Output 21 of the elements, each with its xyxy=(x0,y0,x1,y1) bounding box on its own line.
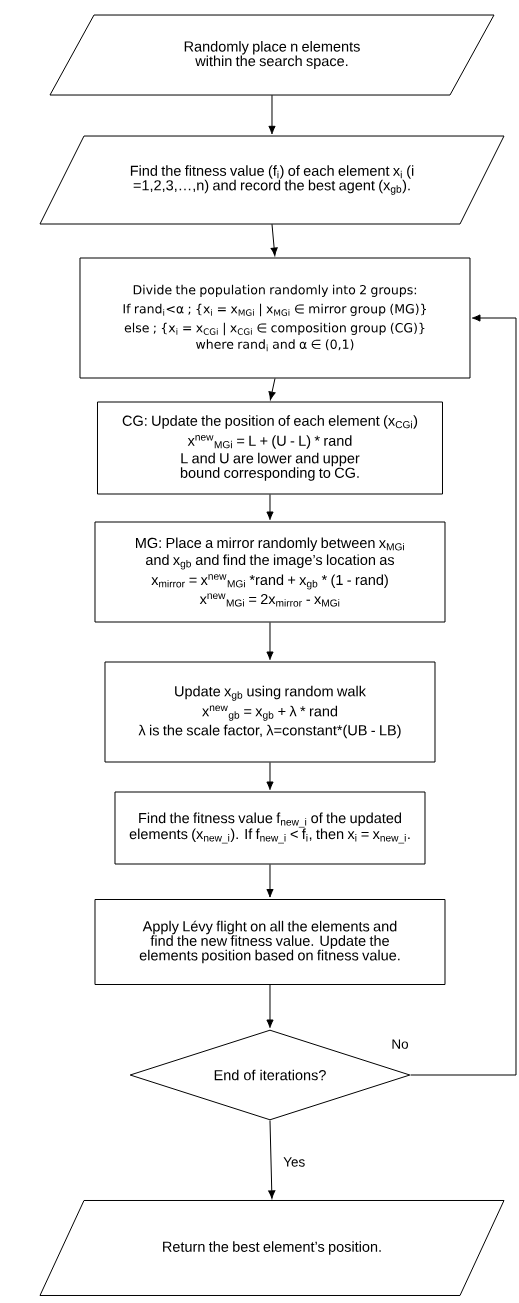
process-box: Divide the population randomly into 2 groups: If rand$_{i}$<α ; {x$_{i}$ = x$_{MGi}$ | x$_{MGi}$ ∈ mirror group (MG)} else ; {x$_{i}$ = x$_{CGi}$ | x$_{CGi}$ ∈ composition group (CG)} where rand$_{i}$ and α ∈ (0,1) xyxy=(79,257,471,379)
arrow xyxy=(268,378,276,401)
data-parallelogram: Find the fitness value (f$_{i}$) of each element x$_{i}$ (i =1,2,3,…,n) and record the best agent (x$_{gb}$). xyxy=(39,135,505,225)
data-parallelogram: Randomly place n elements within the search space. xyxy=(49,14,495,96)
arrow xyxy=(268,1120,276,1199)
process-box: Apply Lévy flight on all the elements and find the new fitness value. Update the elements position based on fitness value. xyxy=(94,899,446,985)
arrow xyxy=(410,314,517,1076)
arrow xyxy=(266,622,274,661)
arrow xyxy=(268,94,276,135)
data-parallelogram: Return the best element’s position. xyxy=(39,1200,505,1296)
arrow xyxy=(266,762,274,791)
arrow xyxy=(270,223,278,257)
edge-label: No xyxy=(390,1038,410,1050)
arrow xyxy=(266,984,274,1029)
arrow xyxy=(266,864,274,898)
process-box: Find the fitness value f$_{new_i}$ of the updated elements (x$_{new_i}$). If f$_{new_i}$ < f$_{i}$, then x$_{i}$ = x$_{new_i}$. xyxy=(114,791,426,865)
arrow xyxy=(266,494,274,521)
process-box: Update x$_{gb}$ using random walk x$^{new}$$_{gb}$ = x$_{gb}$ + λ * rand λ is the scale factor, λ=constant*(UB - LB) xyxy=(104,661,436,763)
process-box: MG: Place a mirror randomly between x$_{MGi}$ and x$_{gb}$ and find the image’s location as x$_{mirror}$ = x$^{new}$$_{MGi}$ *rand + x$_{gb}$ * (1 - rand) x$^{new}$$_{MGi}$ = 2x$_{mirror}$ - x$_{MGi}$ xyxy=(94,521,446,623)
process-box: CG: Update the position of each element (x$_{CGi}$) x$^{new}$$_{MGi}$ = L + (U - L) * rand L and U are lower and upper bound corresponding to CG. xyxy=(97,401,443,495)
edge-label: Yes xyxy=(282,1156,307,1168)
